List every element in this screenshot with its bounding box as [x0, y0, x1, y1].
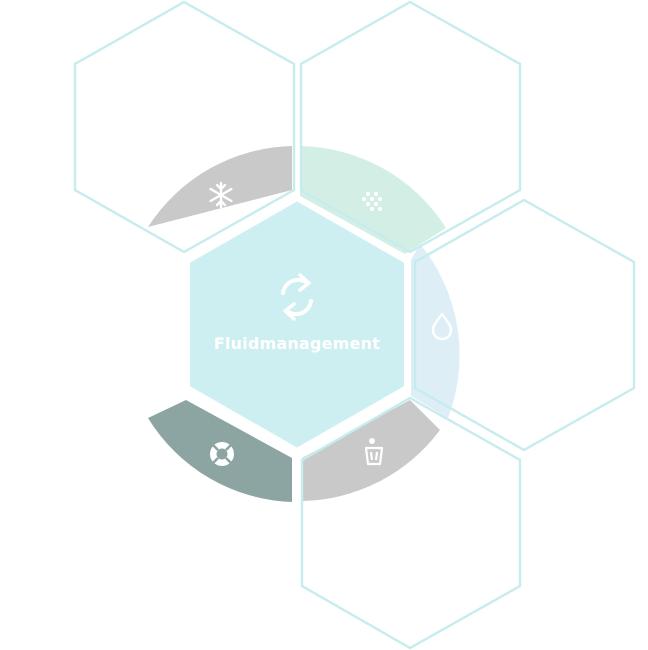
waste-bin-icon: [364, 438, 384, 466]
dots-grid-icon: [361, 191, 383, 212]
snowflake-icon: [209, 181, 233, 209]
ring-segment-disposal[interactable]: [302, 400, 440, 501]
outline-hexagon-bottom: [300, 396, 522, 650]
outline-hexagon-top-left: [73, 0, 296, 254]
droplet-icon: [431, 312, 453, 341]
ring-segment-fluid[interactable]: [411, 244, 460, 418]
center-hexagon[interactable]: [184, 194, 410, 455]
outline-hexagon-right: [413, 198, 636, 452]
lifebuoy-icon: [210, 442, 234, 466]
outline-hexagon-top-right: [299, 0, 522, 254]
center-label: Fluidmanagement: [214, 334, 380, 353]
refresh-arrows-icon: [281, 273, 313, 321]
outline-hexagons: [73, 0, 636, 650]
